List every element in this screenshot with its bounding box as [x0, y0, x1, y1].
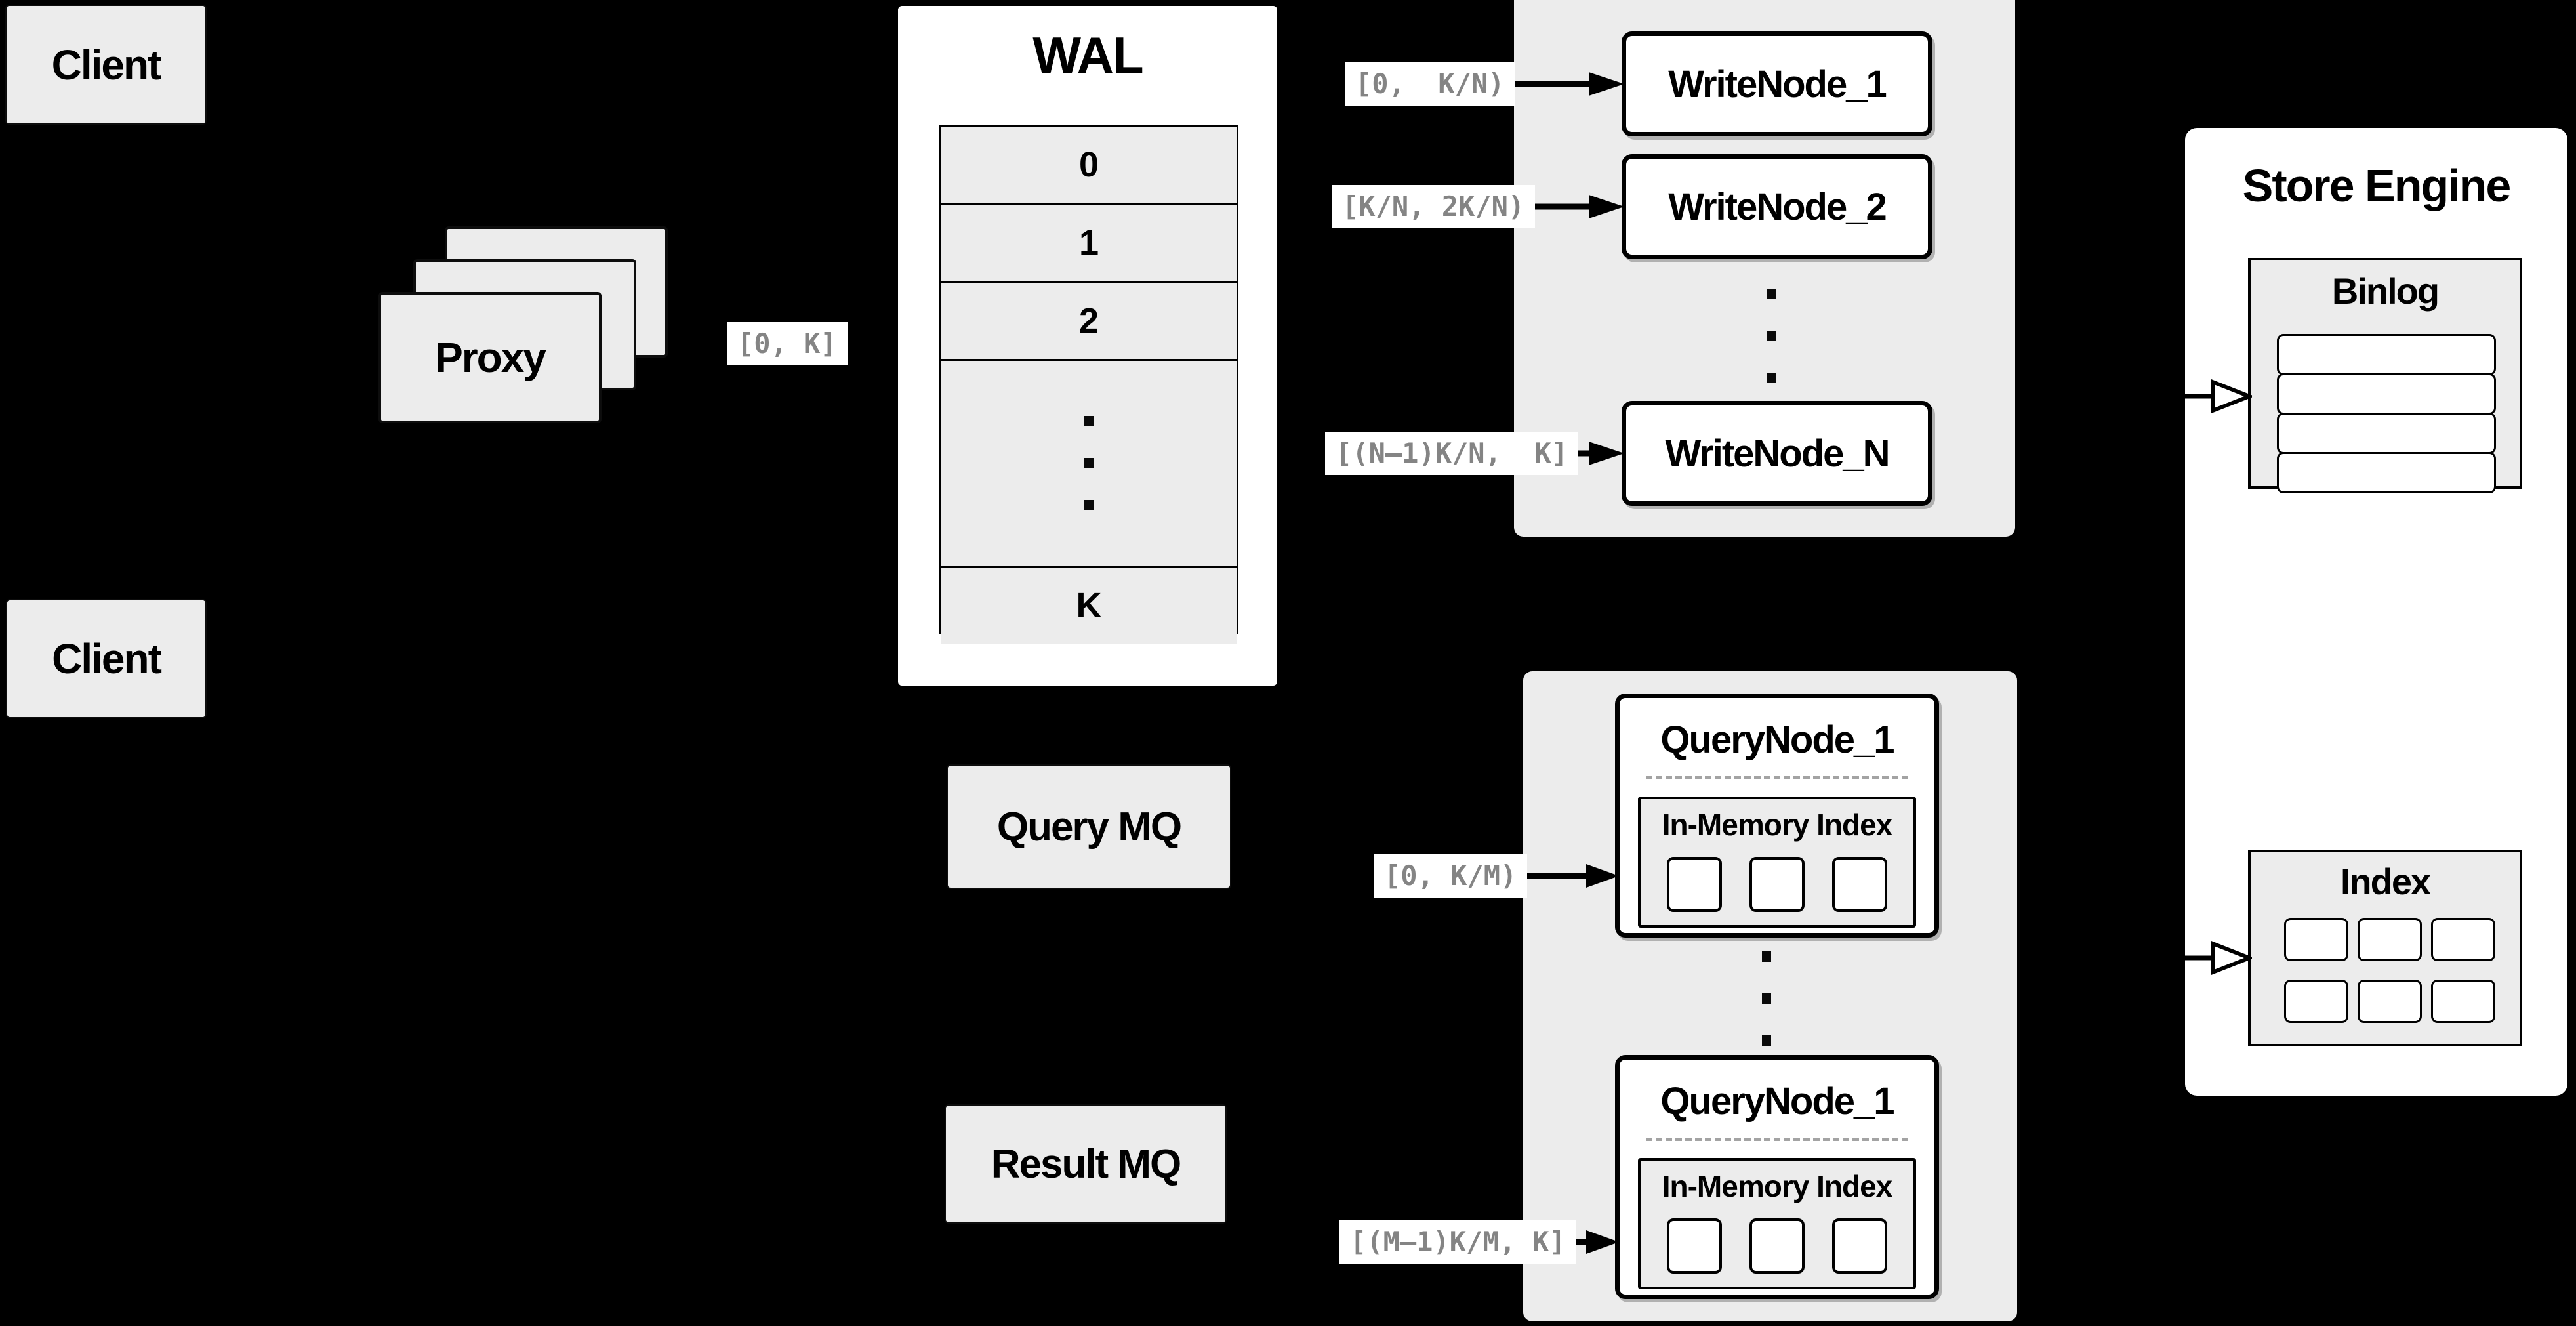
wal-segment-table: 0 1 2 K [939, 125, 1238, 644]
wal-row-k: K [941, 566, 1237, 644]
writenode-n-label: WriteNode_N [1665, 432, 1890, 475]
hollow-arrow-index-icon [2165, 940, 2252, 976]
writenode-2-label: WriteNode_2 [1668, 185, 1887, 228]
range-label-0-k: [0, K] [727, 322, 848, 365]
in-memory-index-top-box: In-Memory Index [1638, 797, 1916, 928]
dashed-separator [1646, 776, 1908, 779]
wal-row-0: 0 [941, 127, 1237, 203]
querynode-top-box: QueryNode_1 In-Memory Index [1615, 694, 1939, 938]
binlog-box: Binlog [2248, 258, 2522, 493]
segment-square [1667, 857, 1722, 912]
querynode-top-label: QueryNode_1 [1660, 718, 1894, 761]
index-cell [2431, 918, 2495, 961]
client-bottom-label: Client [52, 635, 162, 682]
segment-square [1749, 857, 1805, 912]
query-mq-label: Query MQ [996, 804, 1182, 850]
binlog-row [2277, 413, 2496, 454]
proxy-label: Proxy [435, 334, 546, 381]
in-memory-index-bottom-title: In-Memory Index [1662, 1169, 1893, 1203]
index-cell [2358, 918, 2422, 961]
binlog-row [2277, 373, 2496, 415]
querynode-bottom-label: QueryNode_1 [1660, 1080, 1894, 1123]
result-mq-label: Result MQ [991, 1141, 1182, 1187]
proxy-box: Proxy [378, 292, 602, 423]
index-cells [2284, 918, 2495, 1023]
segment-square [1832, 857, 1887, 912]
client-top-box: Client [5, 5, 207, 125]
binlog-title: Binlog [2331, 270, 2440, 312]
store-engine-panel: Store Engine Binlog Index [2185, 128, 2567, 1096]
writenode-2-box: WriteNode_2 [1622, 154, 1932, 259]
wal-row-1: 1 [941, 203, 1237, 281]
segment-square [1667, 1218, 1722, 1274]
writenode-1-label: WriteNode_1 [1668, 62, 1887, 106]
segment-square [1749, 1218, 1805, 1274]
wal-title: WAL [1032, 26, 1143, 84]
client-top-label: Client [51, 41, 162, 89]
segment-squares [1641, 857, 1913, 912]
index-box: Index [2248, 850, 2522, 1046]
dashed-separator [1646, 1138, 1908, 1141]
store-engine-title: Store Engine [2242, 160, 2512, 211]
segment-square [1832, 1218, 1887, 1274]
index-title: Index [2340, 861, 2431, 902]
wal-row-ellipsis [941, 359, 1237, 566]
in-memory-index-top-title: In-Memory Index [1662, 808, 1893, 842]
wal-row-2: 2 [941, 281, 1237, 359]
index-cell [2358, 980, 2422, 1023]
arrow-querynode-top-icon [1523, 864, 1619, 888]
binlog-row [2277, 452, 2496, 493]
range-label-querynode-bottom: [(M–1)K/M, K] [1339, 1220, 1576, 1264]
result-mq-box: Result MQ [945, 1104, 1227, 1224]
ellipsis-dots [1084, 416, 1094, 510]
querynode-bottom-box: QueryNode_1 In-Memory Index [1615, 1055, 1939, 1299]
range-label-writenode-2: [K/N, 2K/N) [1332, 185, 1536, 228]
ellipsis-dots [1762, 951, 1771, 1046]
segment-squares [1641, 1218, 1913, 1274]
in-memory-index-bottom-box: In-Memory Index [1638, 1158, 1916, 1289]
range-label-querynode-top: [0, K/M) [1374, 854, 1528, 898]
ellipsis-dots [1767, 289, 1776, 383]
hollow-arrow-binlog-icon [2165, 379, 2252, 414]
binlog-row [2277, 334, 2496, 375]
writenode-1-box: WriteNode_1 [1622, 31, 1932, 136]
index-cell [2431, 980, 2495, 1023]
wal-panel: WAL 0 1 2 K [895, 3, 1280, 688]
arrow-writenode-1-icon [1514, 72, 1624, 96]
index-cell [2284, 918, 2348, 961]
range-label-writenode-n: [(N–1)K/N, K] [1325, 432, 1579, 475]
range-label-writenode-1: [0, K/N) [1345, 62, 1515, 106]
client-bottom-box: Client [6, 599, 207, 718]
query-mq-box: Query MQ [947, 764, 1231, 889]
writenode-n-box: WriteNode_N [1622, 401, 1932, 506]
index-cell [2284, 980, 2348, 1023]
binlog-rows [2277, 334, 2496, 493]
